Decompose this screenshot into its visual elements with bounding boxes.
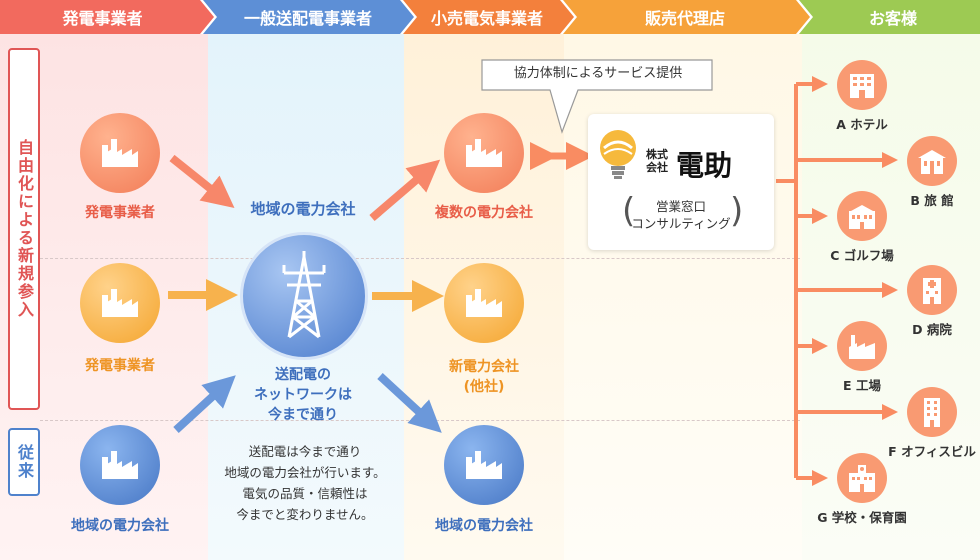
transmission-bottom-label: ネットワークは [254, 387, 352, 403]
generator-factory-icon [80, 425, 160, 505]
side-label-new-entry: 自由化による新規参入 [8, 48, 40, 410]
company-name: 電助 [676, 149, 733, 182]
school-icon [837, 453, 887, 503]
transmission-note: 送配電は今まで通り 地域の電力会社が行います。 電気の品質・信頼性は 今までと変… [224, 444, 386, 522]
header-customer: お客様 [868, 9, 917, 28]
header-generation: 発電事業者 [62, 9, 143, 28]
header-retail: 小売電気事業者 [430, 9, 543, 28]
header-bar [0, 0, 980, 34]
transmission-top-label: 地域の電力会社 [250, 200, 356, 218]
customer-hospital: D 病院 [887, 265, 977, 338]
transmission-bottom-label: 送配電の [275, 367, 331, 383]
ryokan-icon [907, 136, 957, 186]
retailer-label: 新電力会社 [449, 359, 519, 375]
customer-school: G 学校・保育園 [817, 453, 907, 526]
transmission-tower-icon [240, 232, 368, 360]
agency-services: 営業窓口 コンサルティング [631, 199, 731, 231]
factory-icon [837, 321, 887, 371]
header-agency: 販売代理店 [644, 9, 725, 28]
row-separator [40, 258, 800, 259]
generator-label: 発電事業者 [85, 358, 155, 374]
side-label-conventional: 従来 [8, 428, 40, 496]
hospital-icon [907, 265, 957, 315]
callout-bubble [481, 59, 713, 134]
hotel-icon [837, 60, 887, 110]
retailer-factory-icon [444, 113, 524, 193]
bulb-logo-icon [600, 130, 636, 179]
retailer-label: 複数の電力会社 [435, 205, 533, 221]
office-building-icon [907, 387, 957, 437]
customer-office: F オフィスビル [887, 387, 977, 460]
retailer-factory-icon [444, 263, 524, 343]
header-transmission: 一般送配電事業者 [243, 9, 372, 28]
generator-label: 地域の電力会社 [71, 518, 169, 534]
company-prefix: 株式 会社 [646, 148, 668, 174]
clubhouse-icon [837, 191, 887, 241]
customer-ryokan: B 旅 館 [887, 136, 977, 209]
callout-text: 協力体制によるサービス提供 [513, 66, 683, 81]
customer-golf: C ゴルフ場 [817, 191, 907, 264]
transmission-bottom-label: 今まで通り [268, 407, 338, 423]
service-paren-left: ( [622, 191, 636, 231]
agency-card: 株式 会社 電助 ( ) 営業窓口 コンサルティング [588, 114, 774, 250]
retailer-label: 地域の電力会社 [435, 518, 533, 534]
customer-factory: E 工場 [817, 321, 907, 394]
retailer-label: (他社) [463, 379, 505, 395]
retailer-factory-icon [444, 425, 524, 505]
generator-label: 発電事業者 [85, 205, 155, 221]
service-paren-right: ) [730, 191, 744, 231]
generator-factory-icon [80, 113, 160, 193]
customer-hotel: A ホテル [817, 60, 907, 133]
generator-factory-icon [80, 263, 160, 343]
